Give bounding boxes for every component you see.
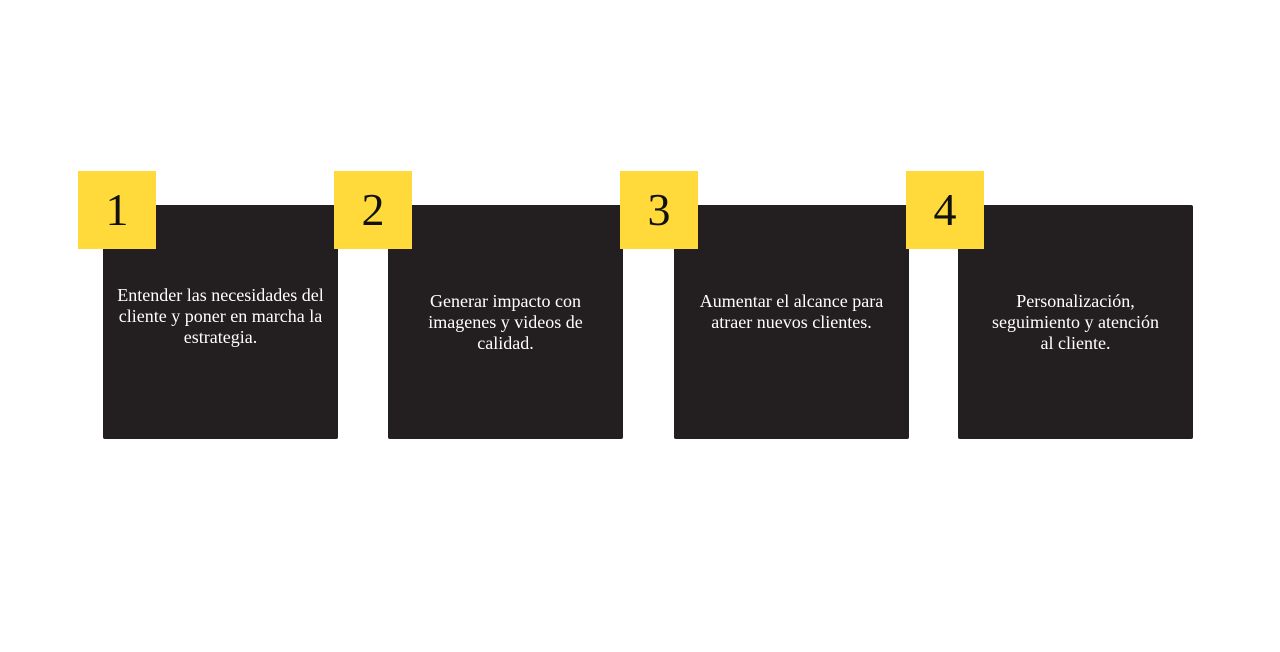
step-number-badge-2: 2 xyxy=(334,171,412,249)
step-text-4: Personalización, seguimiento y atención … xyxy=(992,291,1159,353)
step-text-3: Aumentar el alcance para atraer nuevos c… xyxy=(699,291,884,332)
step-number-badge-1: 1 xyxy=(78,171,156,249)
step-card-3: Aumentar el alcance para atraer nuevos c… xyxy=(674,205,909,439)
step-card-2: Generar impacto con imagenes y videos de… xyxy=(388,205,623,439)
step-number-badge-3: 3 xyxy=(620,171,698,249)
step-card-1: Entender las necesidades del cliente y p… xyxy=(103,205,338,439)
step-number-badge-4: 4 xyxy=(906,171,984,249)
step-card-4: Personalización, seguimiento y atención … xyxy=(958,205,1193,439)
step-text-1: Entender las necesidades del cliente y p… xyxy=(117,285,324,347)
step-text-2: Generar impacto con imagenes y videos de… xyxy=(428,291,583,353)
